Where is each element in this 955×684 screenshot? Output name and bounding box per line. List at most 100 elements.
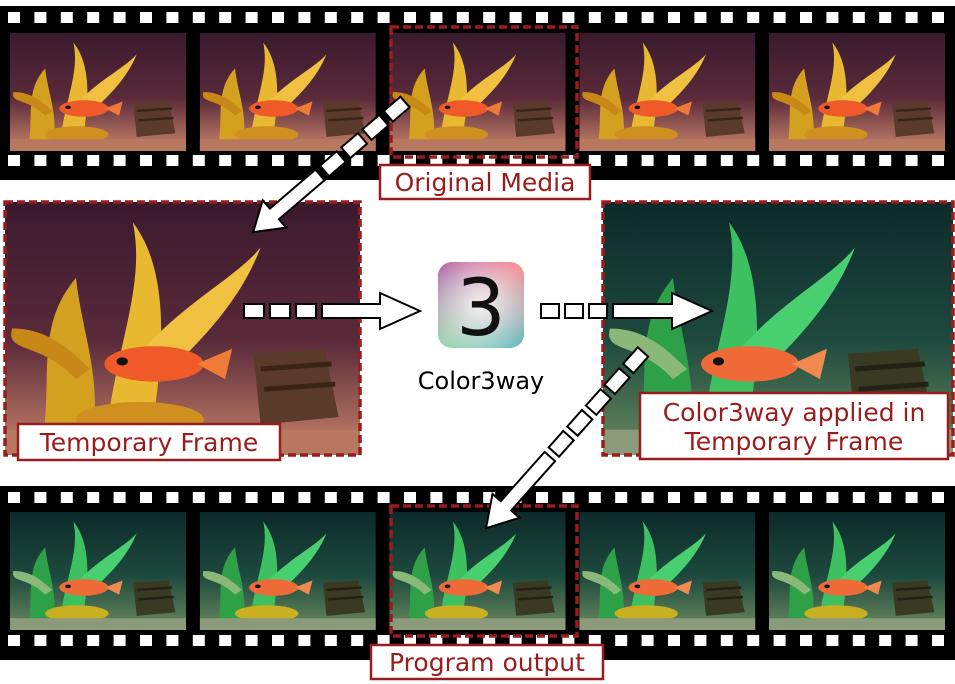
sprocket-hole — [113, 492, 126, 503]
sprocket-hole — [905, 492, 918, 503]
sprocket-hole — [8, 635, 20, 646]
film-frame-5 — [769, 33, 945, 151]
sprocket-hole — [34, 492, 47, 503]
sprocket-hole — [932, 492, 944, 503]
sprocket-hole — [140, 635, 152, 646]
sprocket-hole — [668, 492, 680, 503]
sprocket-hole — [852, 155, 865, 166]
sprocket-hole — [826, 635, 839, 646]
sprocket-hole — [272, 155, 284, 166]
arrow-original-to-temporary — [251, 95, 411, 234]
sprocket-hole — [219, 635, 232, 646]
sprocket-hole — [562, 155, 575, 166]
sprocket-hole — [536, 635, 548, 646]
sprocket-hole — [826, 155, 839, 166]
film-frame-1 — [10, 512, 186, 630]
sprocket-hole — [932, 12, 944, 23]
sprocket-hole — [826, 492, 839, 503]
sprocket-hole — [351, 155, 364, 166]
sprocket-hole — [87, 492, 100, 503]
sprocket-hole — [219, 155, 232, 166]
sprocket-hole — [351, 635, 364, 646]
applied-label-line2: Temporary Frame — [684, 427, 903, 456]
film-frame-2 — [199, 33, 376, 151]
sprocket-hole — [404, 155, 416, 166]
sprocket-hole — [60, 12, 73, 23]
sprocket-hole — [377, 12, 390, 23]
sprocket-hole — [509, 155, 522, 166]
sprocket-hole — [351, 12, 364, 23]
sprocket-hole — [404, 492, 416, 503]
sprocket-hole — [800, 492, 812, 503]
sprocket-hole — [377, 635, 390, 646]
sprocket-hole — [140, 12, 152, 23]
film-frame-4 — [579, 33, 756, 151]
sprocket-hole — [720, 12, 733, 23]
film-frame-1 — [10, 33, 186, 151]
original-media-label: Original Media — [395, 168, 576, 197]
film-frame-3 — [389, 512, 566, 630]
sprocket-hole — [87, 12, 100, 23]
sprocket-hole — [113, 12, 126, 23]
sprocket-hole — [219, 12, 232, 23]
sprocket-hole — [8, 12, 20, 23]
sprocket-hole — [852, 12, 865, 23]
sprocket-hole — [34, 635, 47, 646]
film-frame-5 — [769, 512, 945, 630]
sprocket-hole — [641, 492, 654, 503]
sprocket-hole — [852, 635, 865, 646]
sprocket-hole — [298, 155, 311, 166]
sprocket-hole — [272, 492, 284, 503]
sprocket-hole — [87, 155, 100, 166]
sprocket-hole — [192, 635, 205, 646]
sprocket-hole — [483, 492, 496, 503]
sprocket-hole — [536, 12, 548, 23]
temporary-frame-label: Temporary Frame — [39, 428, 258, 457]
sprocket-hole — [562, 12, 575, 23]
sprocket-hole — [166, 155, 179, 166]
sprocket-hole — [34, 155, 47, 166]
sprocket-hole — [694, 12, 707, 23]
sprocket-hole — [852, 492, 865, 503]
sprocket-hole — [324, 12, 337, 23]
sprocket-hole — [879, 155, 892, 166]
program-output-label: Program output — [389, 648, 585, 677]
sprocket-hole — [720, 492, 733, 503]
bottom-film-strip — [0, 486, 955, 660]
sprocket-hole — [298, 635, 311, 646]
original-media-highlight — [389, 25, 579, 159]
sprocket-hole — [588, 12, 601, 23]
sprocket-hole — [219, 492, 232, 503]
sprocket-hole — [404, 635, 416, 646]
sprocket-hole — [351, 492, 364, 503]
sprocket-hole — [615, 155, 628, 166]
sprocket-hole — [641, 635, 654, 646]
sprocket-hole — [140, 492, 152, 503]
sprocket-hole — [272, 635, 284, 646]
sprocket-hole — [324, 635, 337, 646]
sprocket-hole — [800, 635, 812, 646]
sprocket-hole — [826, 12, 839, 23]
sprocket-hole — [536, 492, 548, 503]
sprocket-hole — [773, 635, 786, 646]
sprocket-hole — [456, 155, 469, 166]
sprocket-hole — [483, 635, 496, 646]
sprocket-hole — [60, 155, 73, 166]
sprocket-hole — [113, 155, 126, 166]
sprocket-hole — [430, 12, 443, 23]
sprocket-hole — [245, 155, 258, 166]
color3way-glyph: 3 — [456, 264, 506, 354]
sprocket-hole — [377, 492, 390, 503]
applied-label-line1: Color3way applied in — [663, 398, 926, 427]
sprocket-hole — [509, 12, 522, 23]
sprocket-hole — [430, 155, 443, 166]
sprocket-hole — [773, 12, 786, 23]
sprocket-hole — [668, 155, 680, 166]
sprocket-hole — [879, 12, 892, 23]
sprocket-hole — [641, 12, 654, 23]
sprocket-hole — [615, 12, 628, 23]
sprocket-hole — [773, 492, 786, 503]
sprocket-hole — [694, 635, 707, 646]
